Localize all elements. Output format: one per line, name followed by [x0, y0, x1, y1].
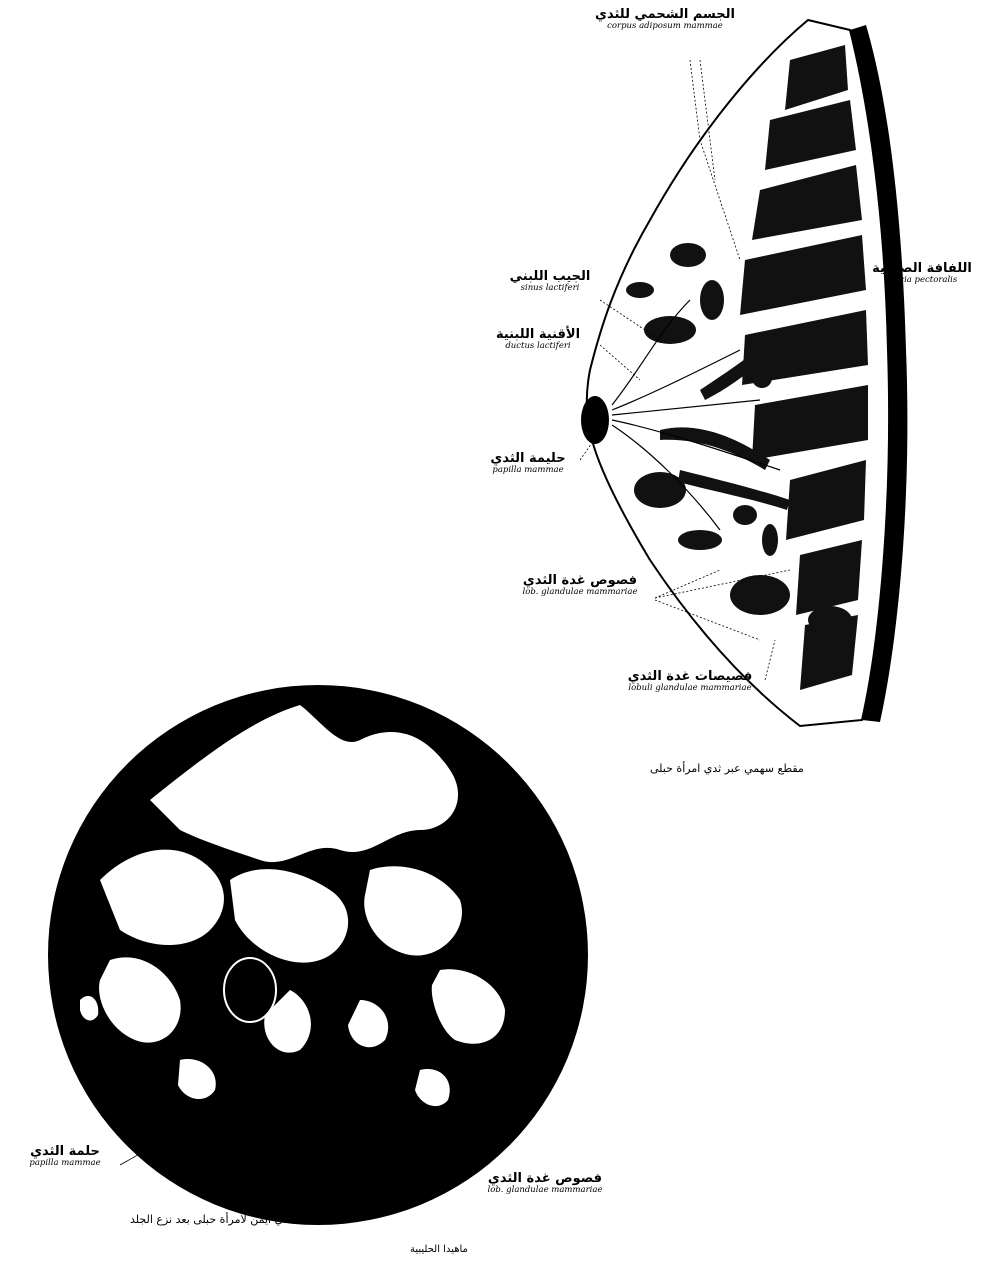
label-lobi-la: lob. glandulae mammariae	[505, 588, 655, 597]
gland-label-papilla-ar: حلمة الثدي	[5, 1145, 125, 1159]
label-papilla: حليمة الثدي papilla mammae	[468, 452, 588, 475]
label-sinus-lactiferi: الجيب اللبني sinus lactiferi	[490, 270, 610, 293]
label-lobuli-la: lobuli glandulae mammariae	[605, 684, 775, 693]
gland-caption: غدة ثدي أيمن لامرأة حبلى بعد نزع الجلد	[130, 1213, 313, 1226]
gland-label-lobi-ar: فصوص غدة الثدي	[455, 1172, 635, 1186]
label-lobi-ar: فصوص غدة الثدي	[505, 574, 655, 588]
mammary-gland-figure	[48, 685, 588, 1225]
sagittal-section	[580, 20, 907, 726]
plate-footer: ماهيدا الحليبية	[410, 1244, 468, 1255]
label-sinus-lactiferi-ar: الجيب اللبني	[490, 270, 610, 284]
label-fascia-pectoralis-la: fascia pectoralis	[862, 276, 982, 285]
label-papilla-la: papilla mammae	[468, 466, 588, 475]
gland-label-papilla-la: papilla mammae	[5, 1159, 125, 1168]
section-caption: مقطع سهمي عبر ثدي امرأة حبلى	[650, 762, 804, 775]
label-lobuli: فصيصات غدة الثدي lobuli glandulae mammar…	[605, 670, 775, 693]
label-sinus-lactiferi-la: sinus lactiferi	[490, 284, 610, 293]
label-papilla-ar: حليمة الثدي	[468, 452, 588, 466]
label-ductus-lactiferi-ar: الأقنية اللبنية	[478, 328, 598, 342]
gland-label-papilla: حلمة الثدي papilla mammae	[5, 1145, 125, 1168]
label-corpus-adiposum-la: corpus adiposum mammae	[590, 22, 740, 31]
label-corpus-adiposum-ar: الجسم الشحمي للثدي	[590, 8, 740, 22]
gland-nipple	[224, 958, 276, 1022]
nipple	[581, 396, 609, 444]
label-corpus-adiposum: الجسم الشحمي للثدي corpus adiposum mamma…	[590, 8, 740, 31]
label-ductus-lactiferi: الأقنية اللبنية ductus lactiferi	[478, 328, 598, 351]
label-fascia-pectoralis: اللفافة الصدرية fascia pectoralis	[862, 262, 982, 285]
label-fascia-pectoralis-ar: اللفافة الصدرية	[862, 262, 982, 276]
label-ductus-lactiferi-la: ductus lactiferi	[478, 342, 598, 351]
label-lobi: فصوص غدة الثدي lob. glandulae mammariae	[505, 574, 655, 597]
label-lobuli-ar: فصيصات غدة الثدي	[605, 670, 775, 684]
gland-label-lobi: فصوص غدة الثدي lob. glandulae mammariae	[455, 1172, 635, 1195]
gland-label-lobi-la: lob. glandulae mammariae	[455, 1186, 635, 1195]
